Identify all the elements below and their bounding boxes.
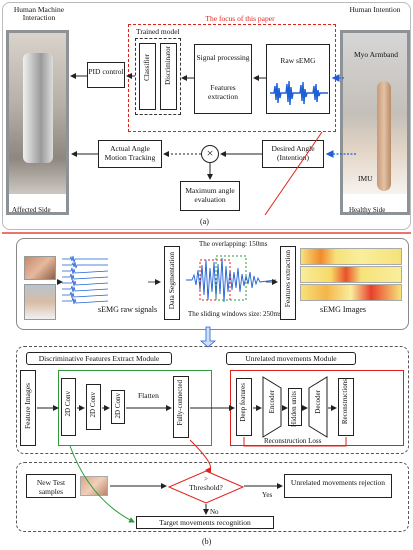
arm-shape — [377, 81, 391, 191]
decoder-trapezoid — [308, 376, 328, 438]
fully-connected-box: Fully-connected — [173, 376, 189, 438]
threshold-label: Threshold? — [189, 483, 223, 492]
affected-side-label: Affected Side — [12, 206, 51, 214]
flatten-label: Flatten — [138, 391, 159, 400]
conv1-box: 2D Conv — [61, 378, 76, 436]
classifier-box: Classifier — [139, 43, 156, 110]
affected-side-photo — [6, 30, 69, 215]
reconstructions-box: Reconstructions — [338, 378, 354, 436]
focus-title: The focus of this paper — [205, 14, 275, 23]
signal-processing-box: Signal processing Features extraction — [194, 44, 252, 114]
myo-armband-label: Myo Armband — [354, 50, 398, 59]
semg-images-label: sEMG Images — [320, 305, 366, 314]
trained-model-label: Trained model — [136, 27, 180, 36]
robot-exoskeleton-shape — [23, 53, 53, 163]
unrelated-rejection-box: Unrelated movements rejection — [284, 474, 392, 498]
no-label: No — [210, 508, 219, 516]
healthy-side-photo — [340, 30, 410, 215]
yes-label: Yes — [262, 491, 273, 499]
comparator-circle: × — [201, 145, 219, 163]
target-recognition-box: Target movements recognition — [136, 516, 274, 529]
raw-signals-label: sEMG raw signals — [98, 305, 158, 314]
deep-features-box: Deep features — [236, 378, 252, 436]
max-angle-box: Maximum angle evaluation — [180, 181, 240, 211]
human-machine-label: Human Machine Interaction — [13, 5, 65, 22]
module-b-title: Unrelated movements Module — [226, 352, 356, 365]
segmented-signal — [186, 255, 276, 303]
conv3-box: 2D Conv — [111, 390, 125, 424]
semg-heatmaps — [300, 248, 402, 301]
conv2-box: 2D Conv — [86, 384, 101, 430]
threshold-diamond — [168, 470, 244, 504]
sliding-window-label: The sliding windows size: 250ms — [188, 310, 282, 318]
reconstruction-loss-label: Reconstruction Loss — [264, 437, 322, 445]
encoder-trapezoid — [262, 376, 282, 438]
human-intention-label: Human Intention — [349, 5, 401, 14]
data-segmentation-box: Data Segmentation — [164, 246, 180, 320]
trained-model-box — [135, 38, 181, 115]
threshold-gt: > — [204, 475, 208, 483]
hidden-units-box: Hidden units — [288, 388, 302, 427]
discriminator-box: Discriminator — [160, 43, 177, 110]
raw-semg-box: Raw sEMG — [266, 44, 330, 114]
new-test-box: New Test samples — [26, 474, 76, 498]
feature-images-box: Feature Images — [20, 370, 36, 446]
imu-label: IMU — [358, 174, 373, 183]
modules-frame — [16, 346, 409, 454]
pipeline-frame — [16, 238, 409, 330]
actual-angle-box: Actual Angle Motion Tracking — [98, 140, 162, 168]
panel-b-label: (b) — [202, 537, 212, 546]
semg-wave-graphic — [270, 80, 328, 106]
hand-photo-1 — [24, 256, 56, 280]
panel-a-label: (a) — [200, 217, 209, 226]
overlapping-label: The overlapping: 150ms — [199, 240, 268, 248]
healthy-side-label: Healthy Side — [349, 206, 386, 214]
decision-frame — [16, 462, 409, 532]
module-a-title: Discriminative Features Extract Module — [26, 352, 172, 365]
panel-a-frame — [2, 2, 411, 230]
test-sample-photo — [80, 476, 108, 496]
pid-control-box: PID control — [87, 62, 125, 88]
hand-photo-2 — [24, 284, 56, 320]
raw-channel-signals — [62, 255, 108, 305]
features-extraction-box: Features extraction — [280, 246, 296, 320]
